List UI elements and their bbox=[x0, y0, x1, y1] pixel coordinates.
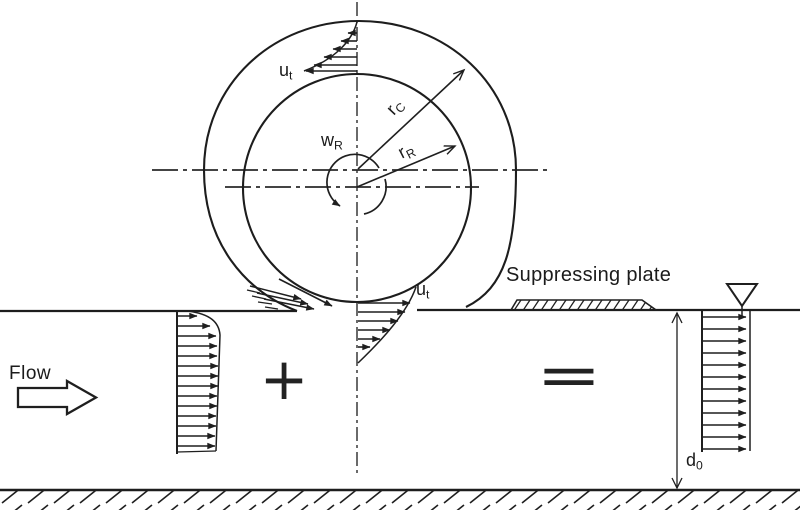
rotation-arrow bbox=[326, 153, 387, 215]
wr-sub: R bbox=[334, 138, 343, 153]
flow-arrow bbox=[16, 379, 99, 416]
rotor-top-velocity-profile bbox=[303, 21, 358, 75]
d0-sub: 0 bbox=[696, 458, 703, 473]
water-level-marker bbox=[725, 283, 759, 317]
ut-top-base: u bbox=[279, 60, 290, 80]
rotor-circle bbox=[241, 72, 473, 304]
wr-label: wR bbox=[321, 131, 343, 152]
rotor-left-velocity-profile bbox=[246, 278, 333, 311]
channel-bed bbox=[0, 488, 800, 510]
downstream-velocity-profile bbox=[701, 311, 751, 453]
ut-top-label: ut bbox=[279, 61, 292, 82]
ut-bottom-base: u bbox=[416, 279, 427, 299]
radius-arrow-rc bbox=[357, 70, 464, 170]
flow-label: Flow bbox=[9, 363, 52, 384]
suppressing-plate bbox=[509, 299, 659, 311]
rotor-bottom-velocity-profile bbox=[357, 286, 417, 364]
ut-bottom-label: ut bbox=[416, 280, 429, 301]
d0-base: d bbox=[686, 450, 697, 470]
radius-arrow-rr bbox=[356, 146, 455, 188]
circulation-cell-boundary bbox=[202, 19, 518, 312]
depth-dimension bbox=[671, 311, 683, 490]
wr-base: w bbox=[321, 130, 334, 150]
ut-bottom-sub: t bbox=[426, 287, 430, 302]
plus-symbol: + bbox=[259, 345, 309, 413]
equals-symbol: = bbox=[536, 341, 602, 409]
upstream-velocity-profile bbox=[176, 310, 221, 454]
d0-label: d0 bbox=[686, 451, 703, 472]
ut-top-sub: t bbox=[289, 68, 293, 83]
suppressing-plate-label: Suppressing plate bbox=[506, 264, 672, 286]
